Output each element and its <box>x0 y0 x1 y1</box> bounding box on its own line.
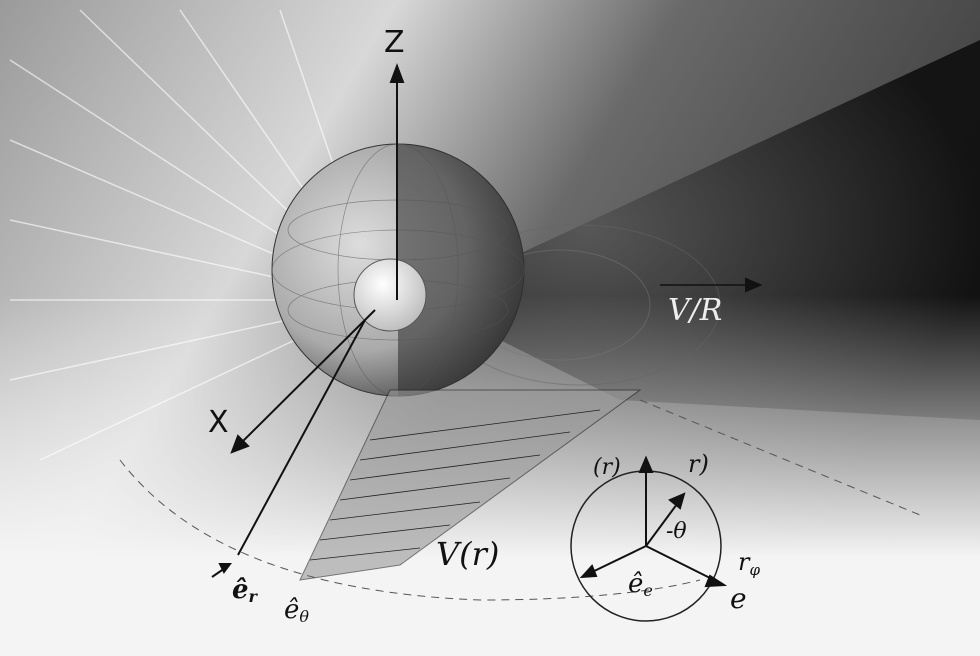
z-axis-label: Z <box>384 25 405 60</box>
inset-r-phi-label: r <box>738 548 751 576</box>
e-theta-subscript: θ <box>299 607 309 626</box>
svg-text:êr: êr <box>232 575 259 606</box>
inset-r-left-label: (r) <box>593 455 621 480</box>
x-arrowhead-icon <box>230 434 250 454</box>
z-arrowhead-icon <box>389 63 405 83</box>
inset-e-e-subscript: e <box>643 581 652 600</box>
unit-vector-inset: (r) r) -θ rφ êe e <box>570 450 760 622</box>
svg-text:êθ: êθ <box>284 595 309 626</box>
e-theta-label: ê <box>284 595 299 625</box>
profile-lines <box>309 409 601 561</box>
inset-e-label: e <box>730 582 747 615</box>
dashed-orbit <box>119 459 701 601</box>
x-axis-label: X <box>208 405 229 440</box>
velocity-ratio-label: V/R <box>668 293 722 328</box>
svg-text:rφ: rφ <box>738 548 760 579</box>
sphere-shadow-half <box>398 144 524 396</box>
inset-r-right-label: r) <box>688 450 709 478</box>
axes <box>211 63 763 578</box>
svg-text:êe: êe <box>628 569 653 600</box>
inset-r-phi-subscript: φ <box>749 561 760 579</box>
inset-e-e-label: ê <box>628 569 643 599</box>
inset-theta-label: -θ <box>666 519 687 544</box>
e-r-label: ê <box>232 575 249 605</box>
e-r-subscript: r <box>249 587 259 606</box>
velocity-profile-label: V(r) <box>436 535 499 573</box>
x-axis-line <box>235 309 376 449</box>
